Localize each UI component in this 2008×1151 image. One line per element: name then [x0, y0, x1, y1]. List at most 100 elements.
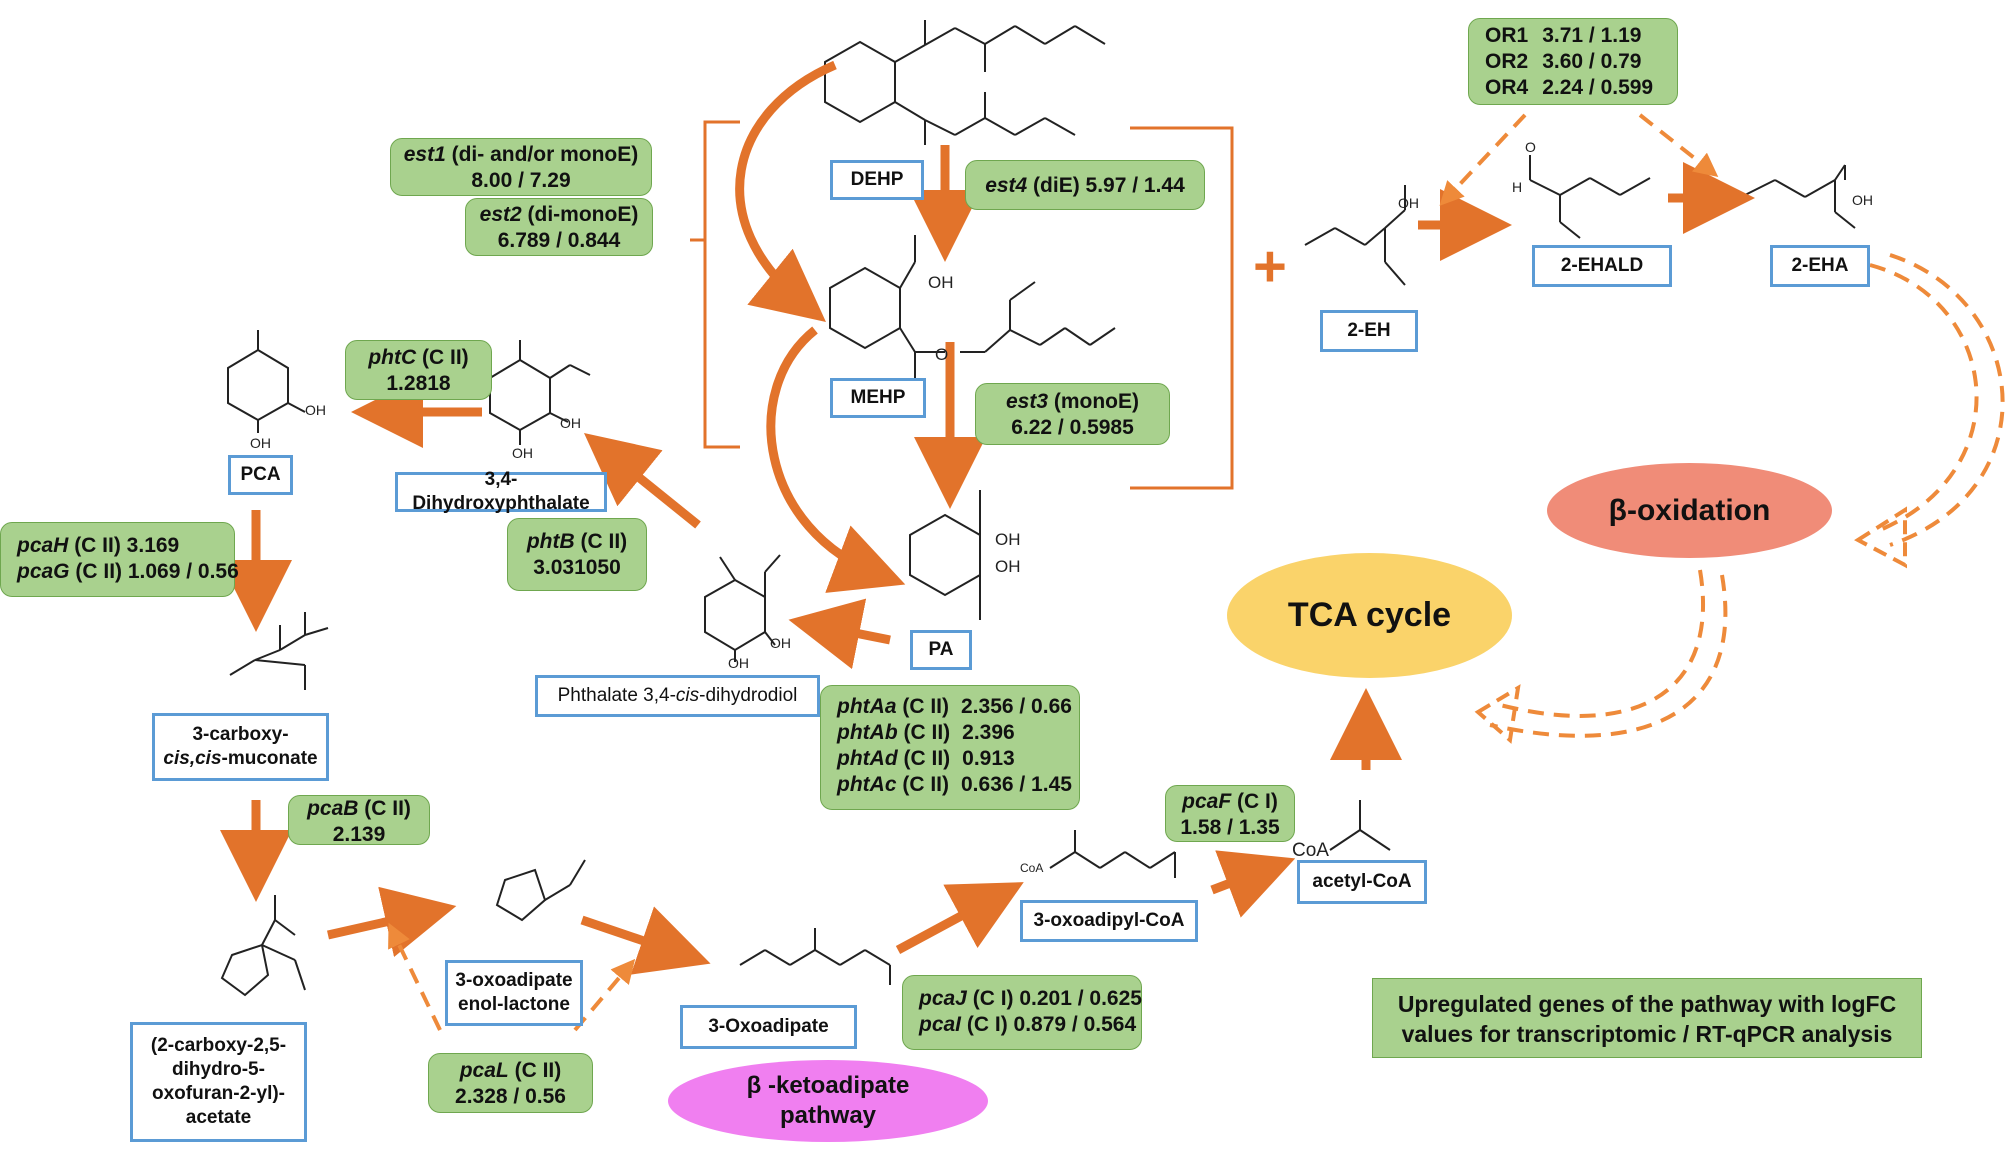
- arrow-furan-enol: [327, 886, 457, 958]
- compound-acetyl-coa: acetyl-CoA: [1297, 860, 1427, 904]
- pcaF-line1: pcaF (C I): [1166, 789, 1294, 815]
- phtC-name: phtC: [368, 346, 417, 369]
- eha-label: 2-EHA: [1791, 255, 1849, 276]
- beta-oxidation-label: β-oxidation: [1608, 493, 1771, 527]
- est2-name: est2: [479, 203, 522, 226]
- pht-row-2-name: phtAd: [837, 747, 898, 770]
- acetyl-coa-structure: [1329, 800, 1391, 851]
- ehald-structure: [1529, 155, 1651, 239]
- compound-2eha: 2-EHA: [1770, 245, 1870, 287]
- gene-phtB: phtB (C II) 3.031050: [507, 518, 647, 591]
- pht-row-3-cls: (C II): [896, 773, 949, 796]
- compound-mehp: MEHP: [830, 378, 926, 418]
- ketoadipate-line1: β -ketoadipate: [746, 1072, 910, 1099]
- pcaH-rest: (C II) 3.169: [68, 534, 180, 557]
- dashed-arrow-or-eha: [1638, 113, 1719, 177]
- solid-arrows: [220, 60, 1755, 975]
- pht-row-2-cls: (C II): [897, 747, 951, 770]
- pcaJ-line: pcaJ (C I) 0.201 / 0.625: [919, 986, 1142, 1012]
- carboxy-line2: cis,cis-muconate: [163, 747, 317, 771]
- phtB-name: phtB: [526, 530, 575, 553]
- enol-line1: 3-oxoadipate: [455, 970, 573, 991]
- oxoadipate-structure: [739, 928, 891, 985]
- furan-line3: oxofuran-2-yl)-: [152, 1083, 285, 1104]
- or-row-2-val: 2.24 / 0.599: [1542, 76, 1654, 99]
- gene-est1: est1 (di- and/or monoE) 8.00 / 7.29: [390, 138, 652, 196]
- pca-label: PCA: [240, 464, 281, 485]
- pcaL-desc: (C II): [508, 1059, 562, 1082]
- pa-oh2-label: OH: [995, 557, 1021, 576]
- pa-oh1-label: OH: [995, 530, 1021, 549]
- dashed-arrow-eha-beta: [1869, 263, 1979, 532]
- compound-2eh: 2-EH: [1320, 310, 1418, 352]
- pcaF-value: 1.58 / 1.35: [1180, 816, 1280, 839]
- furan-structure: [220, 895, 306, 997]
- or-row-1: OR2 3.60 / 0.79: [1485, 49, 1677, 75]
- pcaB-line1: pcaB (C II): [289, 796, 429, 822]
- est3-line1: est3 (monoE): [976, 389, 1169, 415]
- pcaG-rest: (C II) 1.069 / 0.56: [69, 560, 239, 583]
- gene-est2: est2 (di-monoE) 6.789 / 0.844: [465, 198, 653, 256]
- est2-desc: (di-monoE): [521, 203, 639, 226]
- or-row-1-val: 3.60 / 0.79: [1542, 50, 1642, 73]
- arrow-oxoadipate-oxoadipyl: [895, 882, 1024, 954]
- oxoadipyl-label: 3-oxoadipyl-CoA: [1033, 910, 1185, 931]
- eh-label: 2-EH: [1347, 320, 1391, 341]
- dashed-arrowheads: [1474, 506, 1907, 744]
- pht-row-1-cls: (C II): [897, 721, 951, 744]
- pcaL-name: pcaL: [459, 1059, 509, 1082]
- pht-row-3: phtAc (C II)0.636 / 1.45: [837, 772, 1079, 798]
- diol-oh1-label: OH: [770, 635, 791, 651]
- or-row-1-name: OR2: [1485, 50, 1529, 73]
- acetyl-coa-atom-label: CoA: [1292, 840, 1329, 861]
- dashed-arrows: [388, 113, 2005, 1032]
- pcaH-name: pcaH: [17, 534, 69, 557]
- est1-desc: (di- and/or monoE): [445, 143, 639, 166]
- dashed-arrow-beta-tca: [1499, 569, 1706, 718]
- est1-line1: est1 (di- and/or monoE): [391, 142, 651, 168]
- mehp-o-label: O: [935, 345, 948, 364]
- arrow-oxoadipyl-acetyl: [1210, 850, 1296, 918]
- pcaI-line: pcaI (C I) 0.879 / 0.564: [919, 1012, 1141, 1038]
- legend-line2: values for transcriptomic / RT-qPCR anal…: [1401, 1021, 1893, 1047]
- dashed-arrow-pcal-enol: [388, 922, 442, 1031]
- ketoadipate-pathway-ellipse: β -ketoadipate pathway: [668, 1060, 988, 1142]
- pcaJ-name: pcaJ: [919, 987, 967, 1010]
- phtC-value: 1.2818: [386, 372, 451, 395]
- est3-name: est3: [1005, 390, 1049, 413]
- cisdiol-text-b: cis: [675, 685, 700, 706]
- compound-carboxy-muconate: 3-carboxy- cis,cis-muconate: [152, 713, 329, 781]
- compound-2ehald: 2-EHALD: [1532, 245, 1672, 287]
- cisdiol-text-a: Phthalate 3,4-: [557, 685, 676, 706]
- legend-box: Upregulated genes of the pathway with lo…: [1372, 978, 1922, 1058]
- est1-value: 8.00 / 7.29: [471, 169, 571, 192]
- carboxy-line1: 3-carboxy-: [192, 724, 289, 745]
- pht-row-0-name: phtAa: [837, 695, 897, 718]
- mehp-oh-label: OH: [928, 273, 954, 292]
- cisdiol-label: Phthalate 3,4-cis-dihydrodiol: [558, 684, 798, 708]
- compound-pa: PA: [910, 630, 972, 670]
- est2-value: 6.789 / 0.844: [497, 229, 621, 252]
- dashed-arrow-or-eh: [1439, 113, 1527, 206]
- eh-structure: [1304, 185, 1406, 286]
- tca-cycle-label: TCA cycle: [1287, 596, 1452, 634]
- furan-line2: dihydro-5-: [172, 1059, 265, 1080]
- compound-oxoadipyl-coa: 3-oxoadipyl-CoA: [1020, 900, 1198, 942]
- mehp-label: MEHP: [850, 387, 906, 408]
- or-row-2-name: OR4: [1485, 76, 1529, 99]
- tca-cycle-ellipse: TCA cycle: [1227, 553, 1512, 678]
- beta-oxidation-ellipse: β-oxidation: [1547, 463, 1832, 558]
- eha-oh-label: OH: [1852, 192, 1873, 208]
- eh-oh-label: OH: [1398, 195, 1419, 211]
- enol-lactone-structure: [495, 859, 586, 922]
- pcaF-name: pcaF: [1182, 790, 1232, 813]
- gene-pcaF: pcaF (C I) 1.58 / 1.35: [1165, 785, 1295, 842]
- furan-line4: acetate: [185, 1107, 252, 1128]
- pcaB-value: 2.139: [332, 823, 386, 846]
- compound-pca: PCA: [228, 455, 293, 495]
- gene-est3: est3 (monoE) 6.22 / 0.5985: [975, 383, 1170, 445]
- pca-oh1-label: OH: [305, 402, 326, 418]
- ehald-label: 2-EHALD: [1560, 255, 1644, 276]
